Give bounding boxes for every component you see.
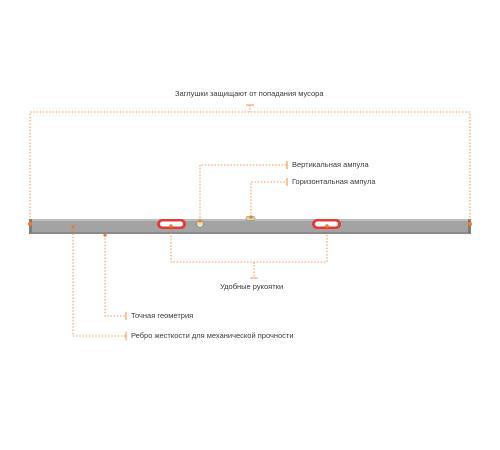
dot-handle-right <box>325 224 329 228</box>
dot-vertical-vial <box>198 219 202 223</box>
dot-handle-left <box>169 224 173 228</box>
callout-handles: Удобные рукоятки <box>220 282 284 291</box>
callout-caps: Заглушки защищают от попадания мусора <box>175 89 324 98</box>
leader-horizontal-vial <box>250 181 287 217</box>
handle-left <box>157 219 186 229</box>
leader-lines <box>29 104 471 337</box>
callout-rib: Ребро жесткости для механической прочнос… <box>131 331 294 340</box>
dot-rib <box>71 225 75 229</box>
end-cap-left <box>29 219 32 234</box>
callout-horizontal-vial: Горизонтальная ампула <box>292 177 376 186</box>
dot-cap-right <box>468 222 472 226</box>
callout-geometry: Точная геометрия <box>131 311 194 320</box>
leader-rib <box>72 227 126 337</box>
dot-geometry <box>103 233 107 237</box>
dot-cap-left <box>28 222 32 226</box>
dot-horizontal-vial <box>249 215 253 219</box>
leader-vertical-vial <box>199 164 287 221</box>
leader-ticks <box>125 161 288 340</box>
anchor-dots <box>28 215 472 237</box>
level-rule <box>29 216 471 234</box>
rule-body <box>30 219 470 234</box>
callout-vertical-vial: Вертикальная ампула <box>292 160 369 169</box>
end-cap-right <box>468 219 471 234</box>
leader-geometry <box>104 235 126 317</box>
leader-caps <box>29 111 471 224</box>
rule-bottom-edge <box>30 232 470 234</box>
handle-right <box>312 219 341 229</box>
